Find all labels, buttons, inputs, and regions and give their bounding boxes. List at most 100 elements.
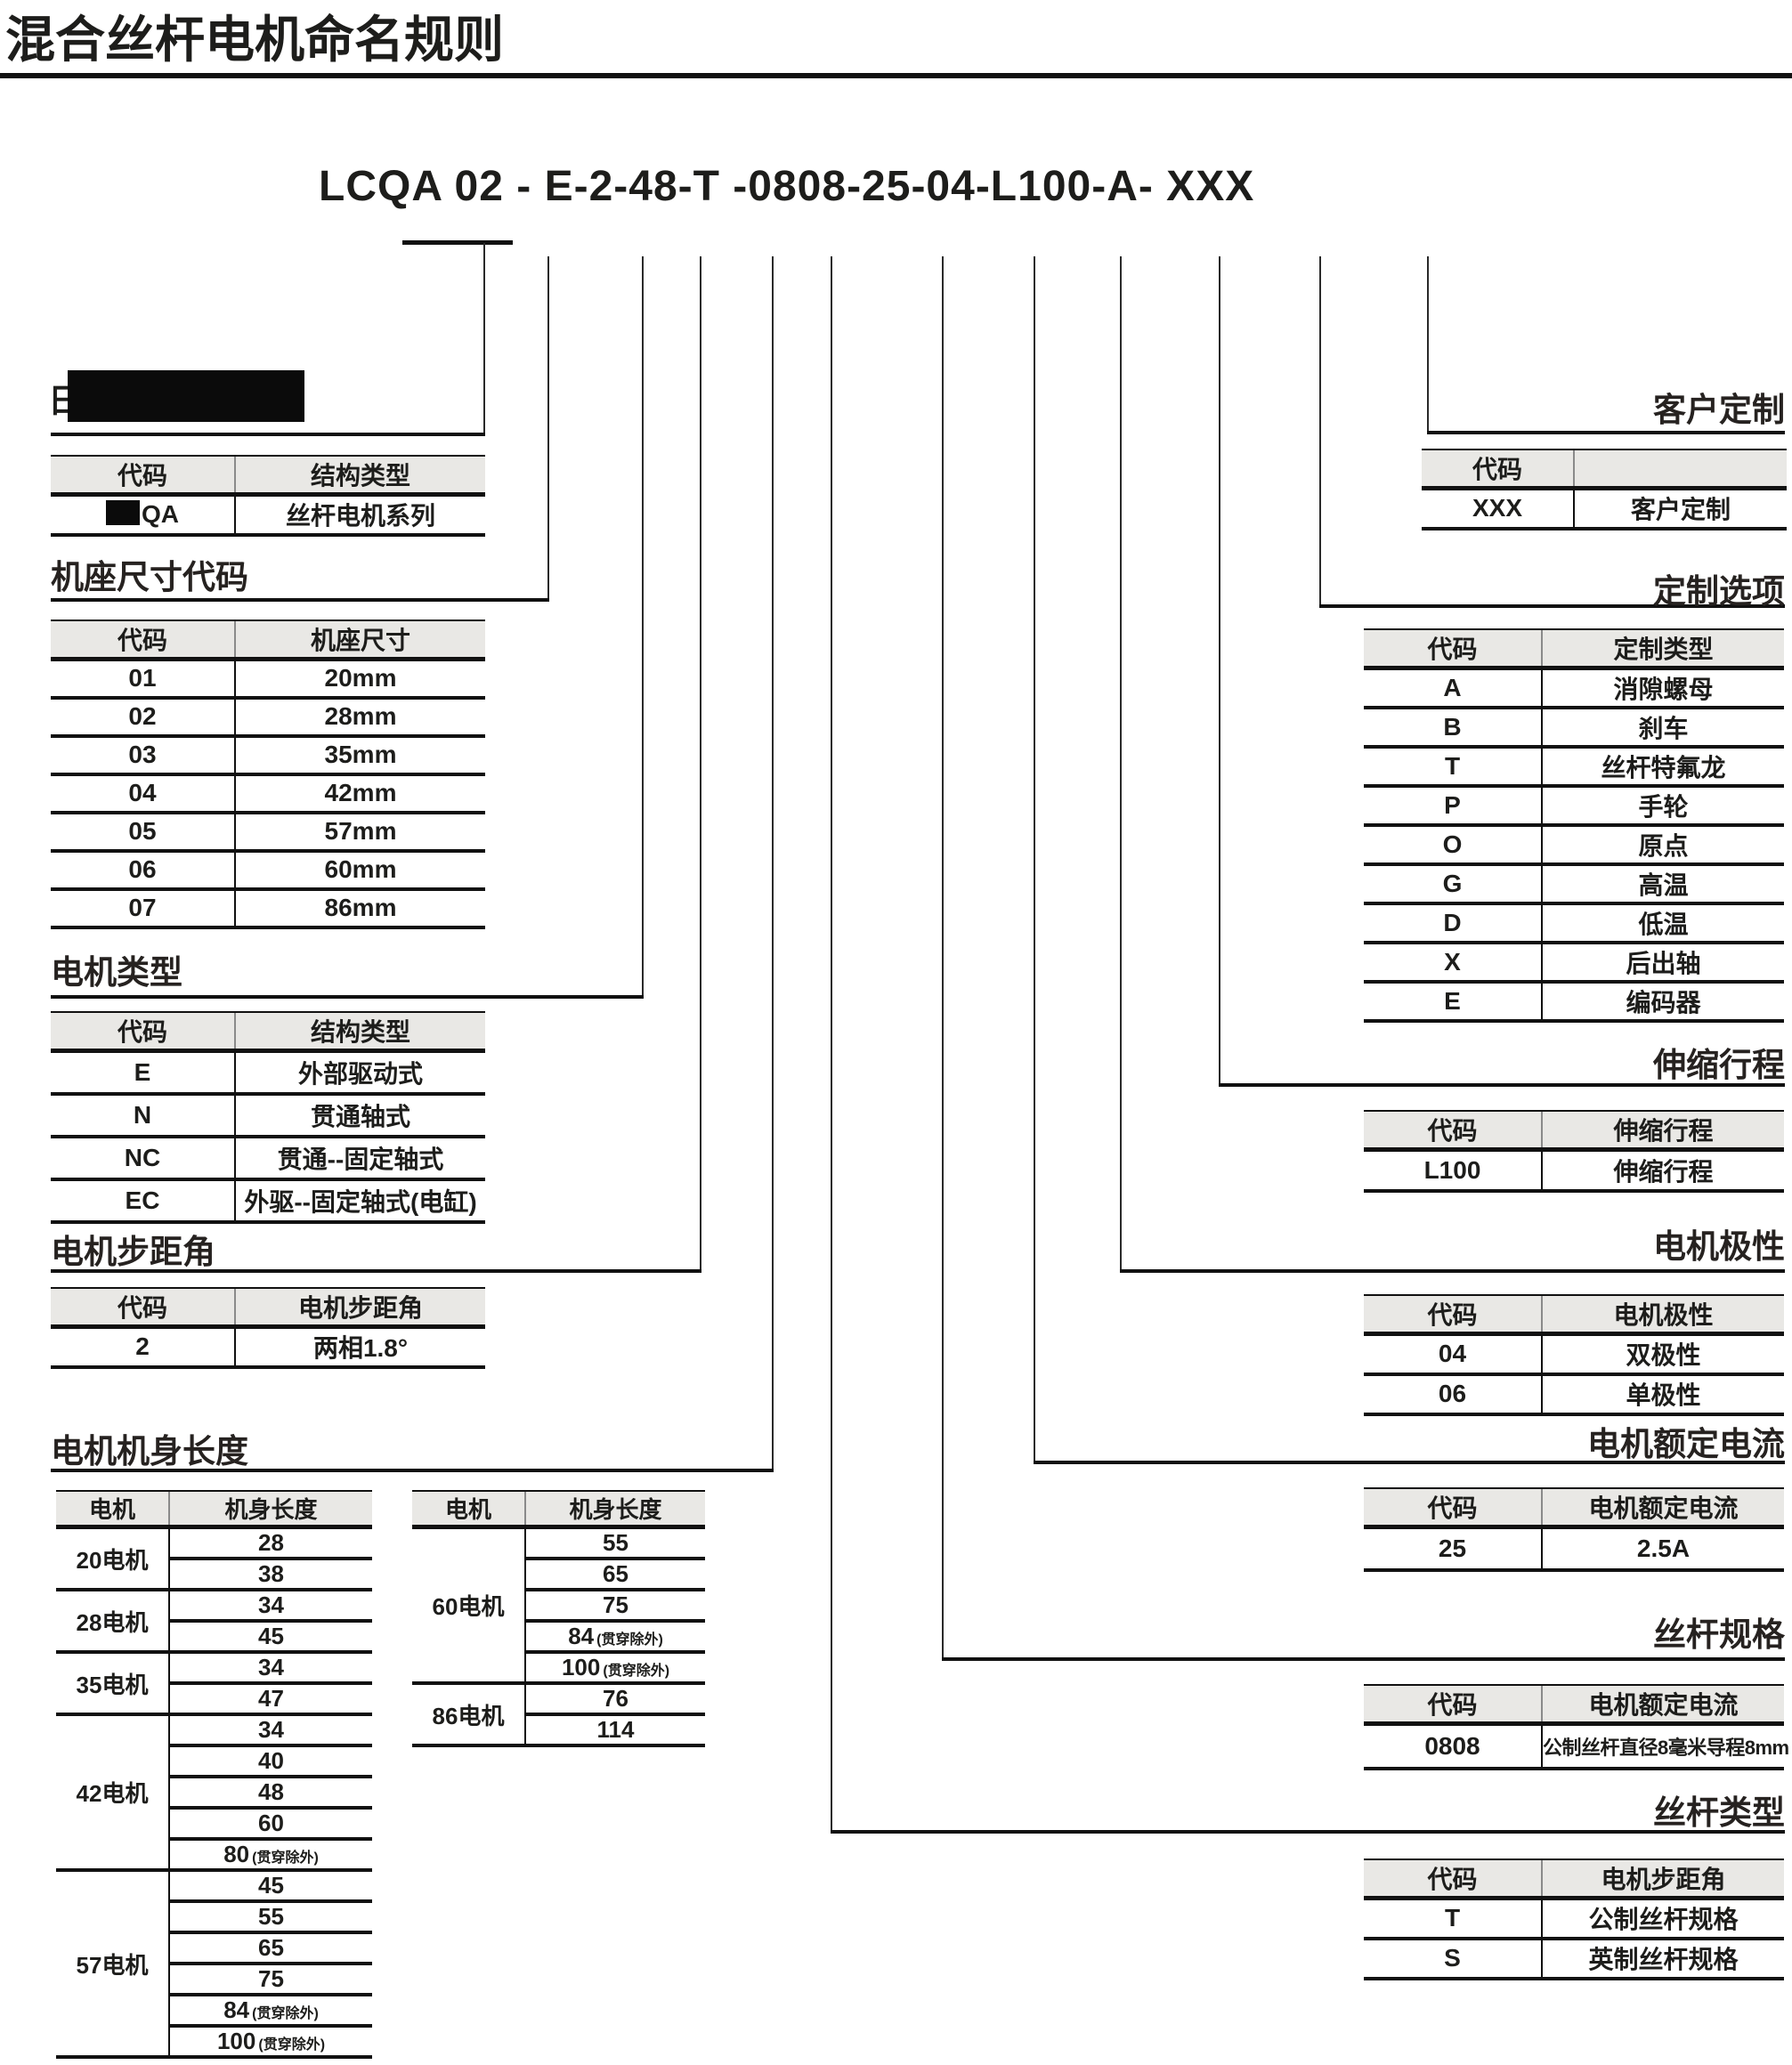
connector-line-custom [1427,256,1429,434]
section-rule-motor-type [51,995,644,999]
body-length-cell: 80(贯穿除外) [168,1839,372,1872]
connector-line-current [1034,256,1035,1464]
table-cell: 57mm [234,812,485,853]
table-header-cell: 代码 [1364,1110,1542,1152]
table-cell: T [1364,1898,1542,1940]
table-row: 48 [56,1777,372,1810]
page-title: 混合丝杆电机命名规则 [5,12,504,68]
table-header-cell: 机身长度 [168,1490,372,1529]
table-row: 75 [412,1590,705,1623]
table-cell: E [51,1050,235,1096]
motor-name-cell: 60电机 [412,1526,525,1685]
body-length-cell: 76 [524,1683,705,1716]
length-note: (贯穿除外) [596,1632,663,1648]
table-row: 65 [56,1932,372,1965]
title-rule [0,73,1792,78]
motor-name-cell: 35电机 [56,1652,169,1716]
length-note: (贯穿除外) [252,2006,319,2021]
table-cell: 刹车 [1541,708,1784,749]
section-label-custom: 客户定制 [1653,392,1785,428]
table-row: 45 [56,1621,372,1654]
table-cell: XXX [1422,488,1574,530]
table-header-cell: 电机额定电流 [1541,1684,1784,1726]
body-length-cell: 28 [168,1526,372,1560]
table-header-cell: 机座尺寸 [234,620,485,661]
section-label-stroke: 伸缩行程 [1653,1047,1785,1083]
motor-name-cell: 42电机 [56,1714,169,1872]
body-length-cell: 34 [168,1714,372,1747]
table-row: 47 [56,1683,372,1716]
section-rule-custom [1427,431,1785,434]
table-header-cell: 电机步距角 [234,1287,485,1329]
section-label-screw-spec: 丝杆规格 [1653,1616,1785,1653]
table-row: 60 [56,1808,372,1841]
table-cell: 07 [51,888,235,929]
section-label-motor-type: 电机类型 [51,954,182,991]
table-cell: 86mm [234,888,485,929]
table-header-cell: 代码 [51,1287,235,1329]
table-cell: 04 [51,773,235,814]
code-underline [402,240,513,245]
table-header-cell: 结构类型 [234,1011,485,1053]
table-cell: 低温 [1541,903,1784,944]
table-row: 84(贯穿除外) [412,1621,705,1654]
body-length-cell: 55 [524,1526,705,1560]
model-code-string: LCQA 02 - E-2-48-T -0808-25-04-L100-A- X… [319,163,1255,210]
body-length-cell: 100(贯穿除外) [524,1652,705,1685]
length-note: (贯穿除外) [603,1664,670,1679]
table-row: 80(贯穿除外) [56,1839,372,1872]
table-header-cell: 代码 [1364,1294,1542,1336]
connector-line-screw-type [831,256,832,1834]
table-header-cell: 代码 [51,620,235,661]
table-cell: 06 [1364,1373,1542,1416]
section-rule-frame-size [51,598,549,602]
section-rule-stroke [1219,1083,1785,1087]
table-header-row: 代码机座尺寸 [51,620,485,661]
table-header-cell: 代码 [1364,1487,1542,1529]
table-cell: B [1364,708,1542,749]
table-cell: 06 [51,850,235,891]
connector-line-stroke [1219,256,1220,1087]
table-cell: 外部驱动式 [234,1050,485,1096]
table-header-cell: 代码 [1422,449,1574,490]
body-length-cell: 38 [168,1559,372,1591]
table-row: 100(贯穿除外) [412,1652,705,1685]
table-header-cell: 代码 [51,455,235,497]
connector-line-step-angle [700,256,701,1273]
table-cell: O [1364,825,1542,866]
table-cell: 外驱--固定轴式(电缸) [234,1178,485,1224]
connector-line-series [483,243,485,434]
table-cell: 01 [51,659,235,700]
body-length-cell: 84(贯穿除外) [524,1621,705,1654]
table-cell: 公制丝杆规格 [1541,1898,1784,1940]
connector-line-frame-size [547,256,549,602]
